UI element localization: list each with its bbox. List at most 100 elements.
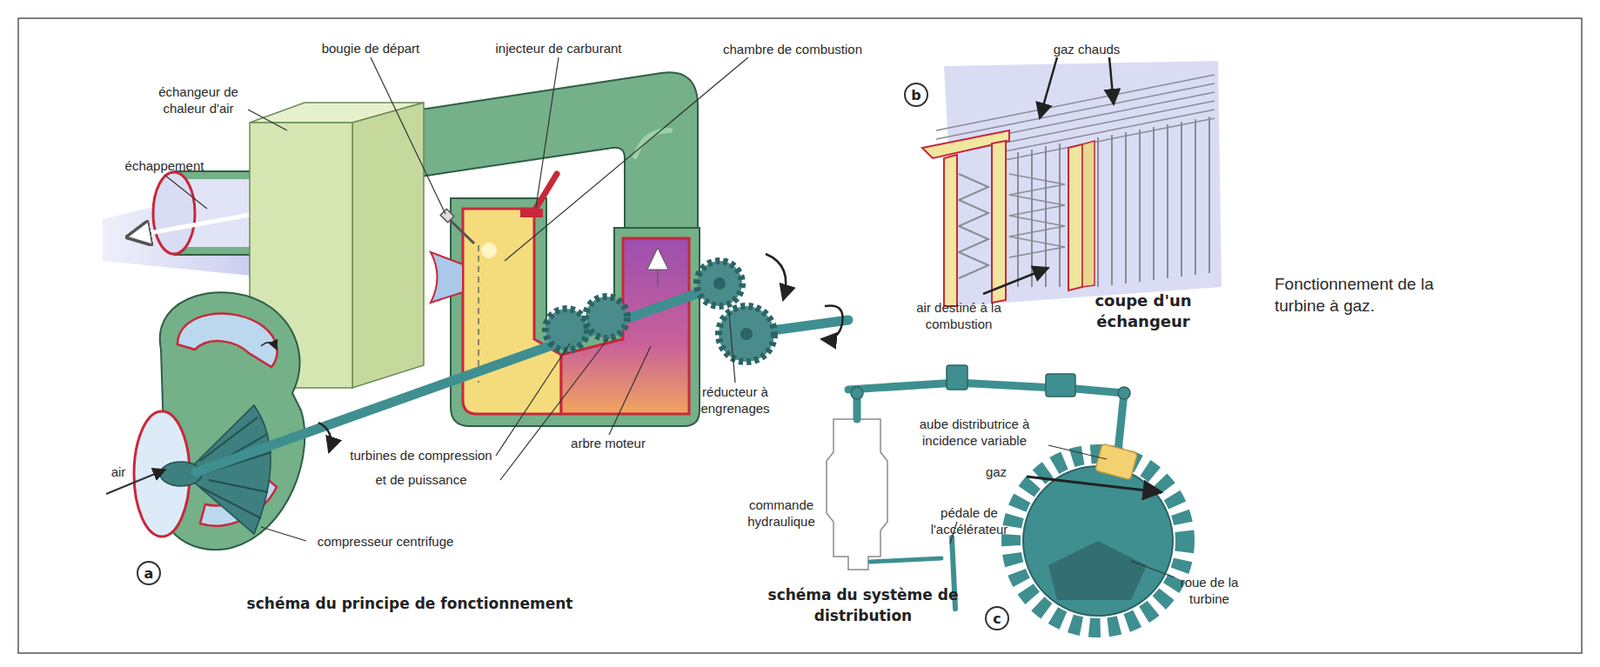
letter-circle: c: [984, 606, 1010, 631]
leader-lines-part: [729, 313, 736, 383]
linkage-pivots: [850, 365, 1131, 400]
hydraulic-control-part: [826, 419, 888, 570]
part-label: pédale de l'accélérateur: [912, 504, 1026, 538]
combustion-turbine-housing-part: [481, 242, 497, 259]
leader-lines-part: [495, 343, 570, 456]
exchanger-section-part: [1082, 140, 1095, 288]
frame: [18, 18, 1582, 654]
exchanger-section-part: [1068, 144, 1083, 291]
shaft-and-gears-part: [718, 306, 775, 362]
letter-circle: b: [903, 82, 929, 108]
part-label: arbre moteur: [555, 435, 661, 452]
fuel-injector: [520, 174, 557, 218]
rotation-arrows-part: [318, 422, 331, 453]
leader-lines-part: [164, 174, 208, 209]
linkage-part: [957, 382, 1055, 389]
exchanger-section-part: [943, 60, 1222, 307]
sub-caption: coupe d'un échangeur: [1069, 290, 1218, 333]
combustion-turbine-housing-part: [450, 198, 700, 427]
exhaust-pipe-part: [153, 172, 195, 255]
flow-label: gaz chauds: [1038, 40, 1135, 58]
sub-caption: schéma du principe de fonctionnement: [200, 593, 619, 615]
callout-letter: a: [144, 565, 154, 583]
linkage-pivots-part: [1117, 387, 1131, 400]
turbine-wheel-part: [1048, 541, 1147, 601]
linkage-pivots-part: [946, 365, 968, 390]
leader-lines-part: [504, 57, 749, 262]
exchanger-section-part: [1009, 174, 1065, 258]
callout-letter: c: [992, 610, 1001, 628]
leader-lines-part: [261, 527, 307, 542]
part-label: réducteur à engrenages: [700, 383, 770, 417]
turbine-wheel-part: [1023, 466, 1173, 616]
spark-plug-part: [447, 217, 475, 244]
centrifugal-compressor-part: [261, 342, 277, 350]
linkage-part: [848, 382, 958, 390]
flow-arrows: [983, 57, 1114, 295]
leader-lines-part: [609, 346, 651, 436]
rotation-arrows: [318, 254, 844, 453]
leader-lines-part: [247, 109, 288, 131]
combustion-turbine-housing-part: [430, 252, 463, 303]
leader-lines: [106, 57, 749, 542]
leader-lines-part: [370, 57, 446, 215]
flow-label: air destiné à la combustion: [909, 299, 1010, 333]
part-label: roue de la turbine: [1165, 574, 1253, 608]
exchanger-section-part: [991, 140, 1006, 303]
linkage-part: [870, 558, 942, 563]
letter-circle: a: [136, 561, 161, 586]
callout-letter: b: [910, 87, 921, 104]
turbine-wheel-part: [1095, 443, 1139, 481]
fuel-injector-part: [532, 174, 557, 215]
rotation-arrows-part: [765, 254, 786, 301]
exchanger-section-part: [958, 174, 989, 279]
part-label: bougie de départ: [296, 40, 445, 57]
sub-caption: schéma du système de distribution: [763, 584, 964, 627]
combustion-turbine-housing: [430, 198, 700, 427]
top-duct-part: [635, 130, 670, 157]
combustion-turbine-housing-part: [657, 269, 659, 288]
flow-arrows-part: [983, 267, 1049, 295]
leader-lines-part: [500, 337, 610, 481]
leader-lines-c-part: [1131, 561, 1175, 578]
exchanger-section-part: [943, 154, 958, 307]
frame-part: [18, 18, 1582, 654]
flow-arrows-part: [1039, 57, 1058, 119]
flow-label: gaz: [978, 463, 1014, 481]
turbine-wheel-part: [1010, 454, 1185, 629]
part-label: aube distributrice à incidence variable: [896, 415, 1053, 449]
exchanger-section: [922, 60, 1222, 307]
shaft-and-gears-part: [740, 328, 753, 341]
shaft-and-gears-part: [195, 285, 721, 473]
flow-arrows-part: [1109, 57, 1114, 105]
combustion-turbine-housing-part: [462, 208, 562, 415]
linkage-pivots-part: [1045, 374, 1076, 397]
part-label: échangeur de chaleur d'air: [146, 83, 251, 117]
hydraulic-control: [826, 419, 888, 570]
rotation-arrows-part: [821, 305, 844, 340]
part-label: compresseur centrifuge: [302, 533, 469, 550]
spark-plug: [440, 208, 475, 244]
combustion-turbine-housing-part: [477, 245, 480, 383]
turbine-wheel: [1010, 443, 1185, 629]
part-label: injecteur de carburant: [471, 40, 646, 57]
centrifugal-compressor: [133, 292, 305, 550]
part-label: chambre de combustion: [705, 40, 880, 58]
centrifugal-compressor-part: [177, 314, 278, 368]
part-label: turbines de compression et de puissance: [347, 443, 496, 493]
shaft-and-gears: [195, 261, 849, 473]
leader-lines-c-part: [1048, 445, 1107, 460]
leader-lines-part: [535, 57, 559, 208]
fuel-injector-part: [520, 208, 543, 218]
shaft-and-gears-part: [713, 277, 726, 290]
combustion-turbine-housing-part: [647, 247, 669, 270]
flow-label: air: [100, 463, 136, 481]
shaft-and-gears-part: [585, 296, 628, 339]
shaft-and-gears-part: [545, 308, 588, 351]
figure-caption: Fonctionnement de la turbine à gaz.: [1274, 273, 1449, 317]
linkage-pivots-part: [850, 387, 864, 400]
spark-plug-part: [440, 208, 455, 223]
turbine-wheel-part: [1026, 476, 1162, 493]
